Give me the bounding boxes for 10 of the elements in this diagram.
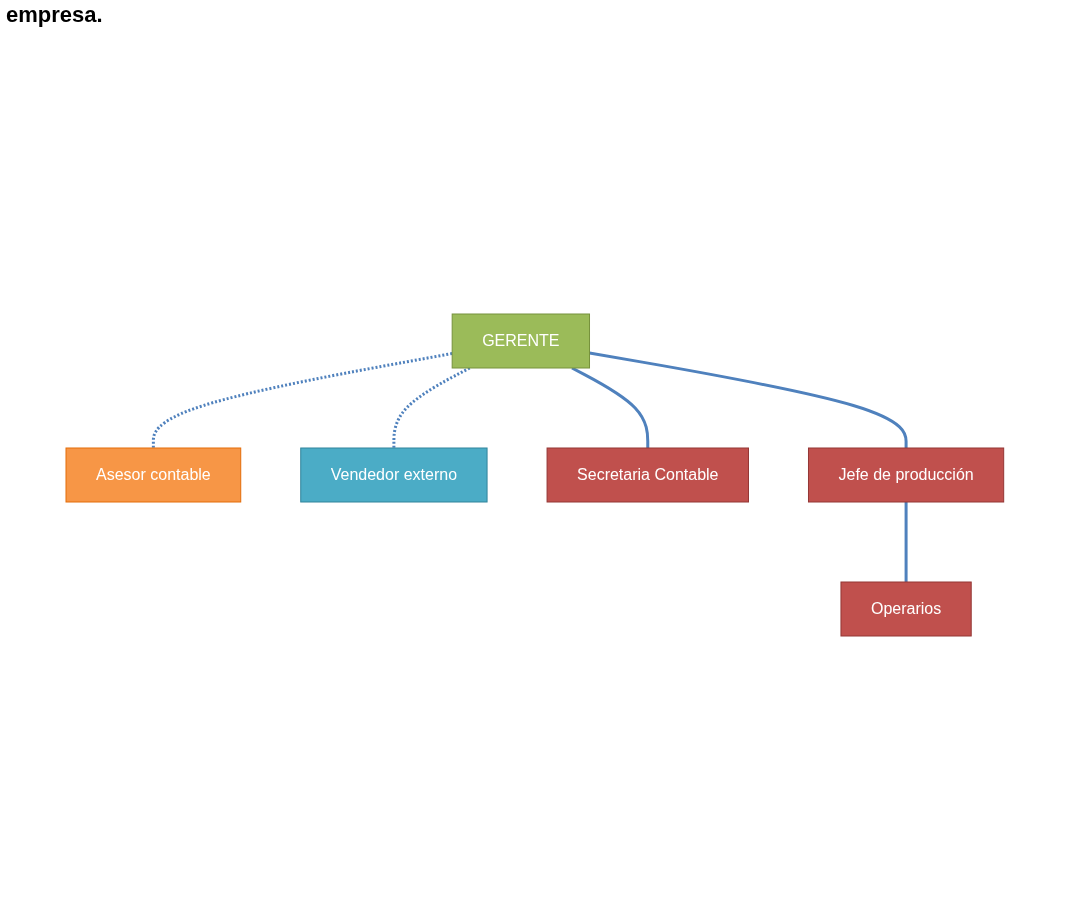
node-box: Secretaria Contable <box>546 447 750 503</box>
node-box: GERENTE <box>451 313 591 369</box>
connector <box>904 502 908 582</box>
node-box: Jefe de producción <box>808 447 1005 503</box>
heading-text: empresa. <box>6 2 103 28</box>
connector <box>589 351 908 448</box>
connector <box>152 352 453 448</box>
node-box: Vendedor externo <box>300 447 488 503</box>
node-box: Operarios <box>840 581 972 637</box>
node-box: Asesor contable <box>65 447 242 503</box>
